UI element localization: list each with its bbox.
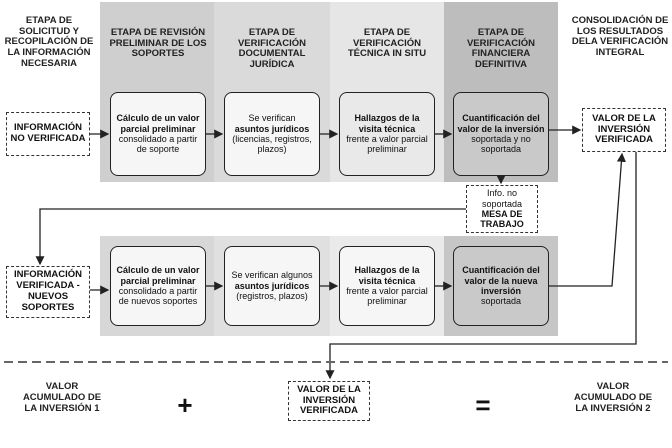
arrow-mesa-loop	[35, 208, 466, 266]
arrow-r2-to-output	[549, 152, 626, 287]
mesa-bold: MESA DE TRABAJO	[480, 209, 524, 230]
header-stage-consolidacion: CONSOLIDACIÓN DE LOS RESULTADOS DELA VER…	[571, 15, 669, 58]
juridica-rest: (licencias, registros, plazos)	[232, 134, 312, 155]
box2-asuntos-juridicos: Se verifican algunos asuntos jurídicos (…	[224, 246, 320, 326]
output-valor-verificada: VALOR DE LA INVERSIÓN VERIFICADA	[582, 108, 666, 152]
tecnica2-bold: Hallazgos de la visita técnica	[354, 265, 420, 286]
prelim-rest: consolidado a partir de soporte	[118, 134, 198, 155]
box-cuantificacion: Cuantificación del valor de la inversión…	[453, 92, 549, 176]
header-stage-revision: ETAPA DE REVISIÓN PRELIMINAR DE LOS SOPO…	[109, 27, 207, 60]
juridica-bold: asuntos jurídicos	[234, 123, 310, 134]
juridica-pre: Se verifican	[248, 113, 296, 124]
financiera-rest: soportada y no soportada	[471, 134, 531, 155]
tecnica-bold: Hallazgos de la visita técnica	[354, 113, 420, 134]
arrow-output-to-footer	[325, 152, 637, 380]
equals-operator: =	[475, 390, 491, 420]
financiera2-rest: soportada	[480, 296, 522, 307]
box2-cuantificacion: Cuantificación del valor de la nueva inv…	[453, 246, 549, 326]
juridica2-bold: asuntos jurídicos	[234, 280, 310, 291]
box2-calculo-preliminar: Cálculo de un valor parcial preliminar c…	[110, 246, 206, 326]
header-stage-juridica: ETAPA DE VERIFICACIÓN DOCUMENTAL JURÍDIC…	[237, 27, 307, 70]
financiera2-bold: Cuantificación del valor de la nueva inv…	[462, 265, 540, 296]
mesa-de-trabajo-box: Info. no soportada MESA DE TRABAJO	[466, 185, 538, 233]
input-info-no-verificada: INFORMACIÓN NO VERIFICADA	[6, 112, 90, 156]
juridica2-pre: Se verifican algunos	[231, 270, 313, 281]
header-stage-tecnica: ETAPA DE VERIFICACIÓN TÉCNICA IN SITU	[347, 27, 427, 60]
prelim2-rest: consolidado a partir de nuevos soportes	[118, 286, 198, 307]
tecnica2-rest: frente a valor parcial preliminar	[346, 286, 428, 307]
box-calculo-preliminar: Cálculo de un valor parcial preliminar c…	[110, 92, 206, 176]
header-stage-solicitud: ETAPA DE SOLICITUD Y RECOPILACIÓN DE LA …	[4, 15, 94, 69]
financiera-bold: Cuantificación del valor de la inversión	[457, 113, 545, 134]
box2-hallazgos-visita: Hallazgos de la visita técnica frente a …	[339, 246, 435, 326]
box-hallazgos-visita: Hallazgos de la visita técnica frente a …	[339, 92, 435, 176]
footer-valor-verificada: VALOR DE LA INVERSIÓN VERIFICADA	[288, 381, 370, 421]
footer-valor-acumulado-2: VALOR ACUMULADO DE LA INVERSIÓN 2	[573, 381, 653, 414]
juridica2-rest: (registros, plazos)	[236, 291, 308, 302]
header-stage-financiera: ETAPA DE VERIFICACIÓN FINANCIERA DEFINIT…	[466, 27, 536, 70]
box-asuntos-juridicos: Se verifican asuntos jurídicos (licencia…	[224, 92, 320, 176]
input-info-verificada-nuevos: INFORMACIÓN VERIFICADA - NUEVOS SOPORTES	[6, 266, 90, 318]
footer-valor-acumulado-1: VALOR ACUMULADO DE LA INVERSIÓN 1	[22, 381, 102, 414]
plus-operator: +	[177, 390, 193, 420]
mesa-pre: Info. no soportada	[481, 188, 523, 209]
tecnica-rest: frente a valor parcial preliminar	[346, 134, 428, 155]
prelim2-bold: Cálculo de un valor parcial preliminar	[116, 265, 200, 286]
prelim-bold: Cálculo de un valor parcial preliminar	[116, 113, 200, 134]
